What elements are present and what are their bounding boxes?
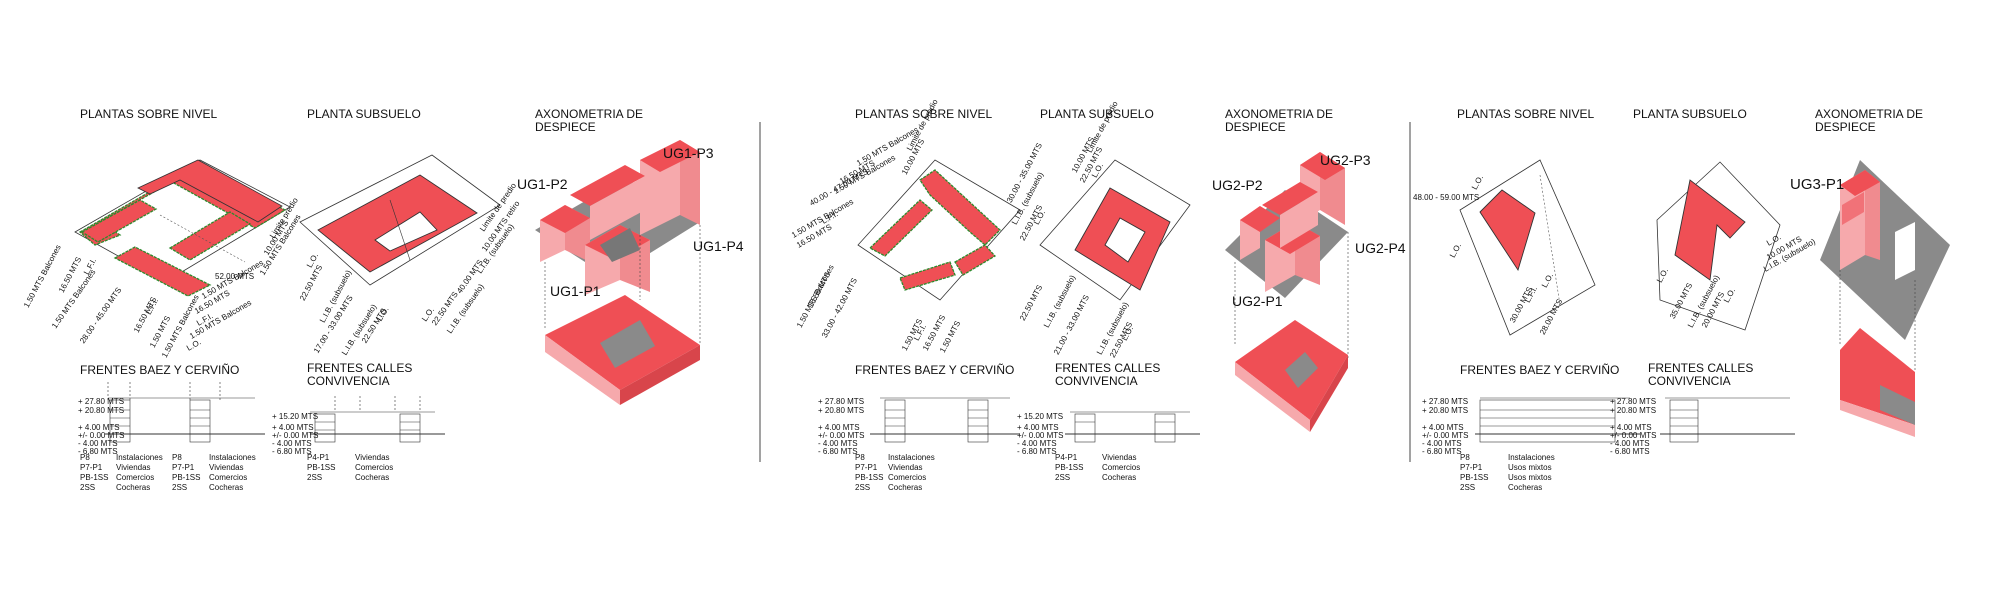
g2-elevations xyxy=(870,397,1200,443)
g1-floors-col: P8 P7-P1 PB-1SS 2SS xyxy=(172,453,201,492)
g1-level: - 6.80 MTS xyxy=(78,447,118,456)
g2-frentes-title: FRENTES BAEZ Y CERVIÑO xyxy=(855,363,1015,377)
g3-subsuelo-title: PLANTA SUBSUELO xyxy=(1633,107,1747,121)
g1-level: +/- 0.00 MTS xyxy=(78,431,125,440)
g1-uses-col: Instalaciones Viviendas Comercios Cocher… xyxy=(209,453,256,492)
g3-elevations xyxy=(1475,397,1795,443)
g2-tag-p4: UG2-P4 xyxy=(1355,240,1406,256)
g3-axonometric xyxy=(1820,160,1950,437)
g1-tag-p3: UG1-P3 xyxy=(663,145,714,161)
g3-plan-label: 48.00 - 59.00 MTS xyxy=(1413,193,1480,202)
g3-level: - 6.80 MTS xyxy=(1422,447,1462,456)
g3-floors-col: P8 P7-P1 PB-1SS 2SS xyxy=(1460,453,1489,492)
g1-axo-title-2: DESPIECE xyxy=(535,120,596,134)
g2-level: - 4.00 MTS xyxy=(1017,439,1057,448)
g1-level: + 4.00 MTS xyxy=(272,423,314,432)
g1-plan-label: 52.00 MTS xyxy=(215,272,255,281)
g1-plan-level xyxy=(74,159,291,297)
g1-frentes-title: FRENTES BAEZ Y CERVIÑO xyxy=(80,363,240,377)
g3-conv-title-1: FRENTES CALLES xyxy=(1648,361,1754,375)
g2-level: + 4.00 MTS xyxy=(818,423,860,432)
g3-level: - 6.80 MTS xyxy=(1610,447,1650,456)
g1-level: - 4.00 MTS xyxy=(78,439,118,448)
g3-uses-col: Instalaciones Usos mixtos Usos mixtos Co… xyxy=(1508,453,1555,492)
g2-uses-col: Instalaciones Viviendas Comercios Cocher… xyxy=(888,453,935,492)
g1-tag-p4: UG1-P4 xyxy=(693,238,744,254)
g3-level: + 20.80 MTS xyxy=(1422,406,1469,415)
g2-level: +/- 0.00 MTS xyxy=(1017,431,1064,440)
g2-level: - 6.80 MTS xyxy=(1017,447,1057,456)
g1-level: - 6.80 MTS xyxy=(272,447,312,456)
g1-level: + 15.20 MTS xyxy=(272,412,319,421)
g2-plan-basement xyxy=(1039,159,1191,301)
g1-axonometric xyxy=(535,140,701,405)
g2-axo-title-1: AXONOMETRIA DE xyxy=(1225,107,1334,121)
g2-axo-title-2: DESPIECE xyxy=(1225,120,1286,134)
g3-level: +/- 0.00 MTS xyxy=(1610,431,1657,440)
g1-conv-title-1: FRENTES CALLES xyxy=(307,361,413,375)
g2-tag-p1: UG2-P1 xyxy=(1232,293,1283,309)
g1-uses-col: Instalaciones Viviendas Comercios Cocher… xyxy=(116,453,163,492)
g2-floors-col: P4-P1 PB-1SS 2SS xyxy=(1055,453,1084,482)
g2-plantas-title: PLANTAS SOBRE NIVEL xyxy=(855,107,993,121)
g1-plan-basement xyxy=(299,154,501,286)
g3-level: + 4.00 MTS xyxy=(1422,423,1464,432)
g2-level: - 4.00 MTS xyxy=(818,439,858,448)
g1-axo-title-1: AXONOMETRIA DE xyxy=(535,107,644,121)
g2-level: + 4.00 MTS xyxy=(1017,423,1059,432)
g2-axonometric xyxy=(1225,152,1349,432)
g1-uses-col: Viviendas Comercios Cocheras xyxy=(355,453,394,482)
g2-floors-col: P8 P7-P1 PB-1SS 2SS xyxy=(855,453,884,492)
g2-level: +/- 0.00 MTS xyxy=(818,431,865,440)
g1-plantas-title: PLANTAS SOBRE NIVEL xyxy=(80,107,218,121)
g2-conv-title-2: CONVIVENCIA xyxy=(1055,374,1138,388)
g1-elevations xyxy=(105,382,445,443)
g2-uses-col: Viviendas Comercios Cocheras xyxy=(1102,453,1141,482)
g1-level: + 4.00 MTS xyxy=(78,423,120,432)
g3-plantas-title: PLANTAS SOBRE NIVEL xyxy=(1457,107,1595,121)
g2-tag-p3: UG2-P3 xyxy=(1320,152,1371,168)
g1-level: - 4.00 MTS xyxy=(272,439,312,448)
g3-plan-basement xyxy=(1656,161,1781,331)
g3-level: - 4.00 MTS xyxy=(1422,439,1462,448)
g2-conv-title-1: FRENTES CALLES xyxy=(1055,361,1161,375)
g3-level: + 27.80 MTS xyxy=(1610,397,1657,406)
g2-level: + 27.80 MTS xyxy=(818,397,865,406)
g1-floors-col: P8 P7-P1 PB-1SS 2SS xyxy=(80,453,109,492)
g3-level: + 4.00 MTS xyxy=(1610,423,1652,432)
g2-level: - 6.80 MTS xyxy=(818,447,858,456)
g3-axo-title-2: DESPIECE xyxy=(1815,120,1876,134)
g2-level: + 20.80 MTS xyxy=(818,406,865,415)
g3-axo-title-1: AXONOMETRIA DE xyxy=(1815,107,1924,121)
g3-frentes-title: FRENTES BAEZ Y CERVIÑO xyxy=(1460,363,1620,377)
g3-level: + 27.80 MTS xyxy=(1422,397,1469,406)
g1-tag-p1: UG1-P1 xyxy=(550,283,601,299)
g1-subsuelo-title: PLANTA SUBSUELO xyxy=(307,107,421,121)
g1-floors-col: P4-P1 PB-1SS 2SS xyxy=(307,453,336,482)
g3-level: + 20.80 MTS xyxy=(1610,406,1657,415)
g2-subsuelo-title: PLANTA SUBSUELO xyxy=(1040,107,1154,121)
g3-level: - 4.00 MTS xyxy=(1610,439,1650,448)
g3-tag-p1: UG3-P1 xyxy=(1790,176,1845,193)
g2-tag-p2: UG2-P2 xyxy=(1212,177,1263,193)
g1-level: + 27.80 MTS xyxy=(78,397,125,406)
g1-level: +/- 0.00 MTS xyxy=(272,431,319,440)
g3-plan-level xyxy=(1459,159,1596,336)
g2-level: + 15.20 MTS xyxy=(1017,412,1064,421)
g2-plan-level xyxy=(857,159,1021,301)
g1-tag-p2: UG1-P2 xyxy=(517,176,568,192)
g3-conv-title-2: CONVIVENCIA xyxy=(1648,374,1731,388)
g1-level: + 20.80 MTS xyxy=(78,406,125,415)
g3-level: +/- 0.00 MTS xyxy=(1422,431,1469,440)
g1-conv-title-2: CONVIVENCIA xyxy=(307,374,390,388)
